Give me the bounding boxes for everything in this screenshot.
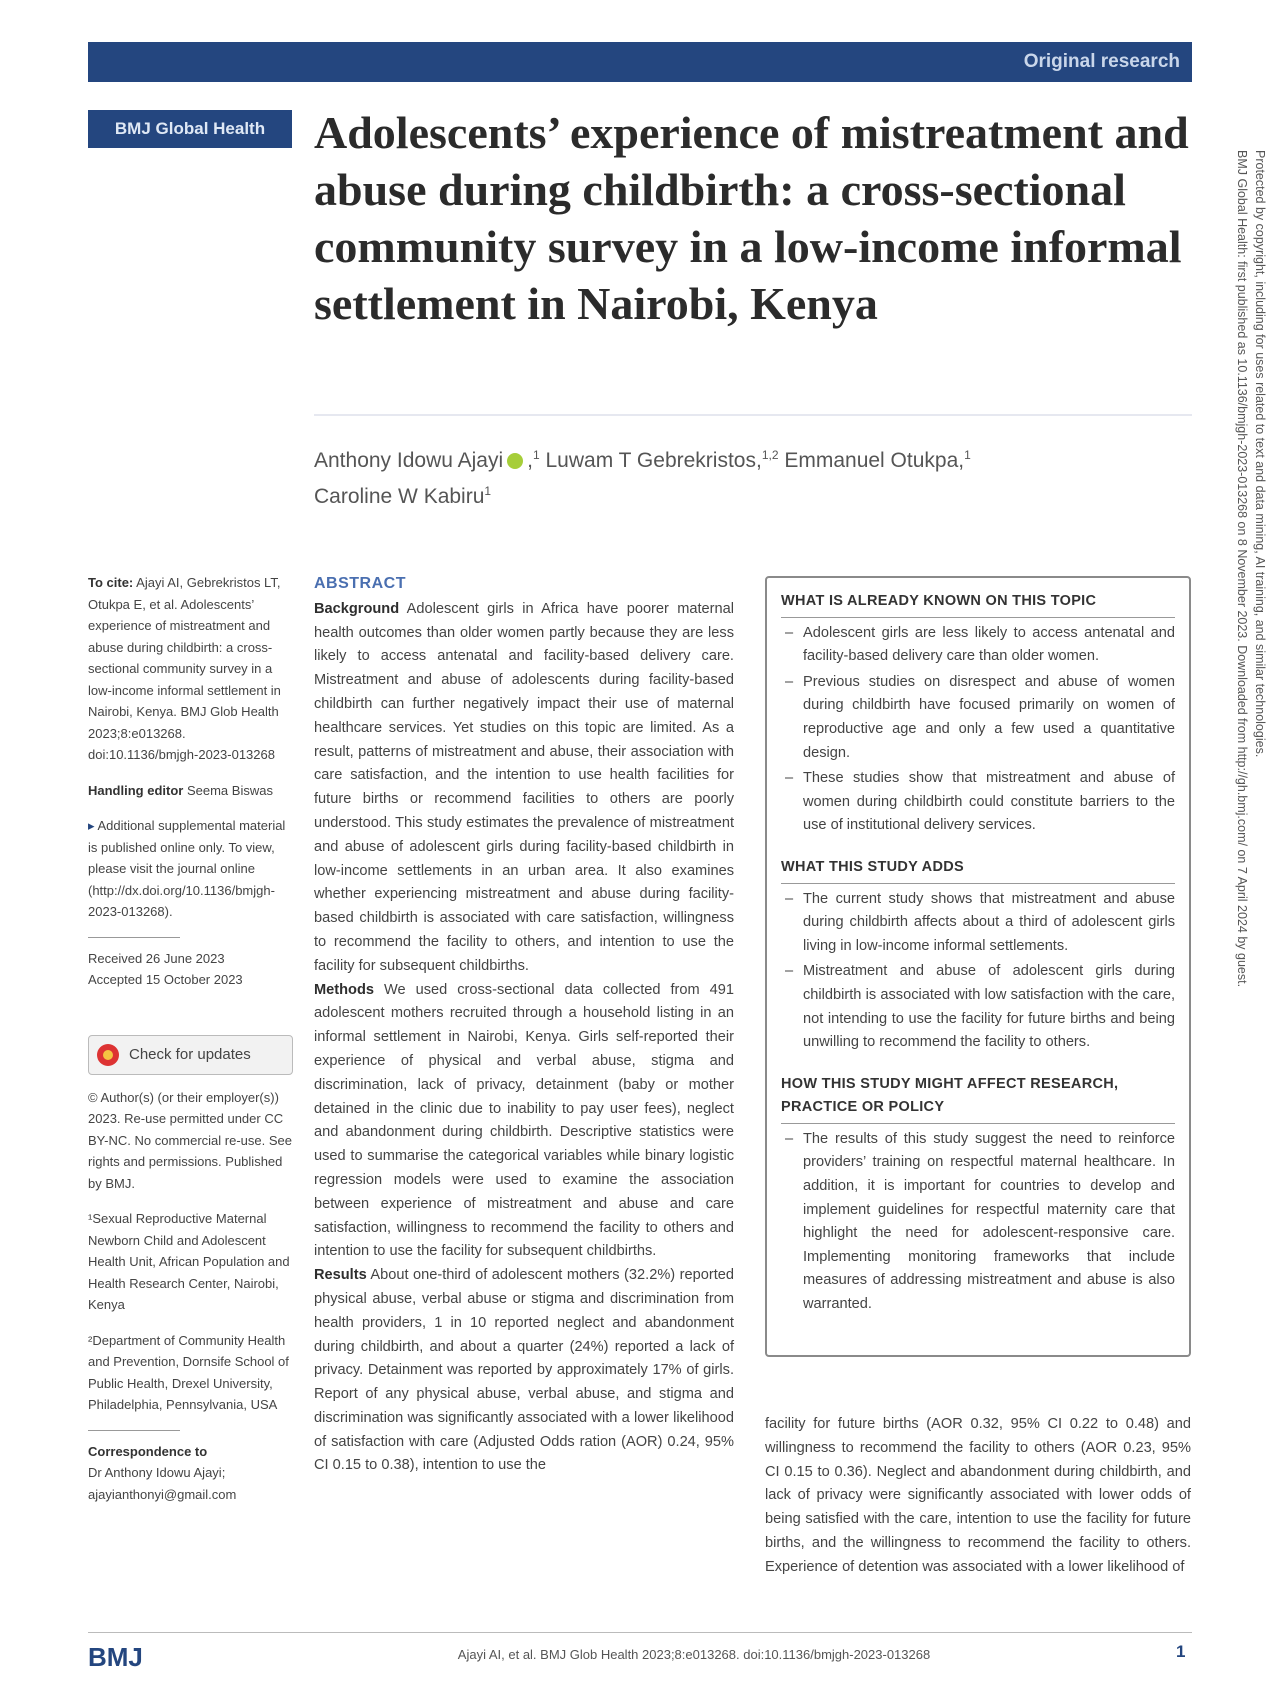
copyright-notice: © Author(s) (or their employer(s)) 2023.… bbox=[88, 1089, 292, 1191]
author-list: Anthony Idowu Ajayi,1 Luwam T Gebrekrist… bbox=[314, 448, 971, 508]
download-watermark: BMJ Global Health: first published as 10… bbox=[1220, 150, 1272, 1320]
author-affil-sup: 1,2 bbox=[761, 448, 779, 462]
abstract-background: Background Adolescent girls in Africa ha… bbox=[314, 598, 734, 979]
affiliation-1: ¹Sexual Reproductive Maternal Newborn Ch… bbox=[88, 1211, 290, 1312]
author-name[interactable]: Luwam T Gebrekristos, bbox=[545, 449, 762, 472]
divider bbox=[88, 1429, 180, 1431]
abstract-methods: Methods We used cross-sectional data col… bbox=[314, 979, 734, 1265]
cite-block: To cite: Ajayi AI, Gebrekristos LT, Otuk… bbox=[88, 572, 293, 766]
bmj-logo: BMJ bbox=[88, 1642, 143, 1672]
handling-editor-label: Handling editor bbox=[88, 782, 184, 798]
watermark-text: Protected by copyright, including for us… bbox=[1253, 150, 1267, 757]
list-item: The current study shows that mistreatmen… bbox=[781, 888, 1175, 959]
author-name[interactable]: Emmanuel Otukpa, bbox=[784, 449, 965, 472]
author-affil-sup: 1 bbox=[532, 448, 540, 462]
correspondence-label: Correspondence to bbox=[88, 1443, 208, 1459]
check-updates-button[interactable]: Check for updates bbox=[88, 1034, 293, 1075]
key-messages-box: WHAT IS ALREADY KNOWN ON THIS TOPIC Adol… bbox=[765, 576, 1191, 1357]
correspondence-block: Correspondence to Dr Anthony Idowu Ajayi… bbox=[88, 1441, 293, 1506]
title-divider bbox=[314, 414, 1192, 416]
author-name[interactable]: Anthony Idowu Ajayi bbox=[314, 449, 504, 472]
journal-badge: BMJ Global Health bbox=[88, 110, 292, 148]
check-updates-label: Check for updates bbox=[129, 1045, 251, 1063]
methods-label: Methods bbox=[314, 981, 374, 998]
article-title: Adolescents’ experience of mistreatment … bbox=[314, 107, 1189, 329]
footer-citation: Ajayi AI, et al. BMJ Glob Health 2023;8:… bbox=[457, 1647, 931, 1662]
list-item: These studies show that mistreatment and… bbox=[781, 767, 1175, 838]
impact-heading: HOW THIS STUDY MIGHT AFFECT RESEARCH, PR… bbox=[781, 1073, 1175, 1124]
methods-text: We used cross-sectional data collected f… bbox=[314, 981, 734, 1260]
accepted-date: Accepted 15 October 2023 bbox=[88, 972, 243, 987]
supplemental-note: ▸ Additional supplemental material is pu… bbox=[88, 815, 293, 923]
list-item: Previous studies on disrespect and abuse… bbox=[781, 671, 1175, 765]
author-affil-sup: 1 bbox=[964, 448, 971, 462]
adds-heading: WHAT THIS STUDY ADDS bbox=[781, 856, 1175, 884]
abstract: ABSTRACT Background Adolescent girls in … bbox=[314, 572, 734, 1478]
list-item: Adolescent girls are less likely to acce… bbox=[781, 622, 1175, 669]
known-heading: WHAT IS ALREADY KNOWN ON THIS TOPIC bbox=[781, 590, 1175, 618]
correspondence-text[interactable]: Dr Anthony Idowu Ajayi; ajayianthonyi@gm… bbox=[88, 1465, 237, 1502]
left-sidebar: To cite: Ajayi AI, Gebrekristos LT, Otuk… bbox=[88, 572, 293, 1505]
abstract-heading: ABSTRACT bbox=[314, 575, 406, 592]
list-item: The results of this study suggest the ne… bbox=[781, 1128, 1175, 1317]
background-label: Background bbox=[314, 600, 400, 617]
adds-list: The current study shows that mistreatmen… bbox=[781, 888, 1175, 1055]
results-label: Results bbox=[314, 1267, 367, 1284]
handling-editor-name: Seema Biswas bbox=[186, 782, 273, 798]
supplemental-text[interactable]: Additional supplemental material is publ… bbox=[88, 818, 286, 919]
section-header-bar: Original research bbox=[88, 42, 1192, 82]
section-label: Original research bbox=[1023, 51, 1180, 72]
divider bbox=[88, 936, 180, 938]
list-item: Mistreatment and abuse of adolescent gir… bbox=[781, 960, 1175, 1054]
handling-editor: Handling editor Seema Biswas bbox=[88, 780, 293, 802]
results-text: About one-third of adolescent mothers (3… bbox=[314, 1267, 735, 1474]
footer-divider bbox=[88, 1632, 1192, 1633]
author-name[interactable]: Caroline W Kabiru bbox=[314, 485, 485, 508]
known-list: Adolescent girls are less likely to acce… bbox=[781, 622, 1175, 838]
abstract-continuation: facility for future births (AOR 0.32, 95… bbox=[765, 1416, 1191, 1575]
page-number: 1 bbox=[1176, 1642, 1186, 1661]
received-date: Received 26 June 2023 bbox=[88, 950, 225, 966]
cite-text: Ajayi AI, Gebrekristos LT, Otukpa E, et … bbox=[88, 575, 281, 762]
bullet-icon: ▸ bbox=[88, 818, 95, 833]
author-affil-sup: 1 bbox=[484, 484, 492, 498]
watermark-text: BMJ Global Health: first published as 10… bbox=[1235, 150, 1249, 987]
impact-list: The results of this study suggest the ne… bbox=[781, 1128, 1175, 1317]
orcid-icon[interactable] bbox=[507, 453, 524, 470]
affiliation-2: ²Department of Community Health and Prev… bbox=[88, 1332, 289, 1413]
background-text: Adolescent girls in Africa have poorer m… bbox=[314, 600, 734, 974]
abstract-results: Results About one-third of adolescent mo… bbox=[314, 1264, 734, 1478]
check-updates-icon bbox=[97, 1043, 119, 1066]
cite-label: To cite: bbox=[88, 575, 134, 590]
